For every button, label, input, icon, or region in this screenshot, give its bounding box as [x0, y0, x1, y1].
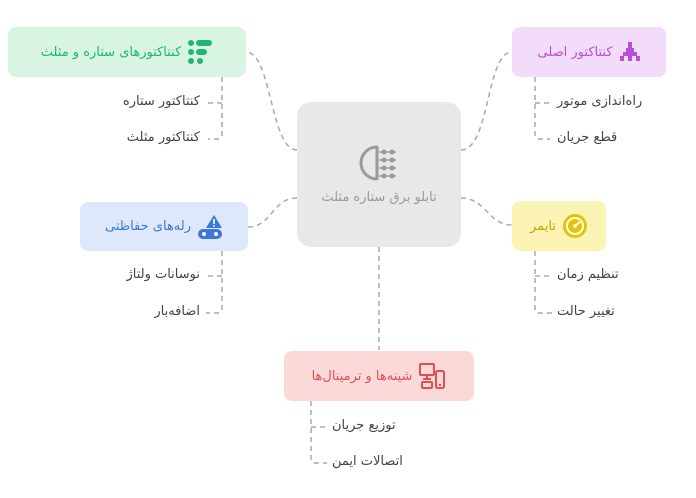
leaf-motor-start[interactable]: راه‌اندازی موتور [557, 94, 643, 109]
link-leaf [534, 77, 550, 140]
link-leaf [206, 251, 223, 314]
leaf-state-change[interactable]: تغییر حالت [557, 304, 615, 319]
link-center-main-contactor [460, 51, 513, 151]
branch-label: رله‌های حفاظتی [105, 219, 192, 234]
link-leaf [534, 251, 552, 314]
leaf-voltage-fluctuation[interactable]: نوسانات ولتاژ [126, 267, 200, 282]
center-title: تابلو برق ستاره مثلث [321, 190, 437, 205]
branch-main-contactor[interactable]: کنتاکتور اصلی [512, 27, 666, 77]
branch-label: شینه‌ها و ترمینال‌ها [311, 368, 413, 384]
link-leaf [208, 77, 223, 140]
leaf-delta-contactor[interactable]: کنتاکتور مثلث [126, 130, 200, 145]
branch-star-delta-contactors[interactable]: کنتاکتورهای ستاره و مثلث [8, 27, 246, 77]
center-node[interactable]: تابلو برق ستاره مثلث [297, 102, 461, 247]
leaf-current-distribution[interactable]: توزیع جریان [332, 418, 396, 433]
branch-label: کنتاکتورهای ستاره و مثلث [40, 44, 182, 60]
link-center-relays [247, 197, 298, 228]
link-center-star-delta [245, 51, 298, 151]
leaf-star-contactor[interactable]: کنتاکتور ستاره [122, 94, 200, 109]
branch-label: کنتاکتور اصلی [537, 44, 613, 60]
leaf-overload[interactable]: اضافه‌بار [154, 304, 200, 319]
link-leaf [310, 401, 327, 464]
gauge-icon [562, 213, 588, 239]
leaf-safe-connections[interactable]: اتصالات ایمن [332, 454, 403, 469]
leaf-current-cut[interactable]: قطع جریان [557, 130, 618, 145]
branch-timer[interactable]: تایمر [512, 201, 606, 251]
leaf-time-setting[interactable]: تنظیم زمان [557, 267, 619, 282]
branch-busbars-terminals[interactable]: شینه‌ها و ترمینال‌ها [284, 351, 474, 401]
warning-gamepad-icon [197, 214, 223, 240]
devices-icon [418, 362, 446, 390]
star-delta-panel-icon [357, 143, 401, 183]
link-center-timer [460, 197, 513, 226]
branch-protective-relays[interactable]: رله‌های حفاظتی [80, 202, 248, 251]
tower-icon [619, 41, 641, 63]
branch-label: تایمر [530, 218, 556, 234]
grid-lines-icon [187, 39, 213, 65]
